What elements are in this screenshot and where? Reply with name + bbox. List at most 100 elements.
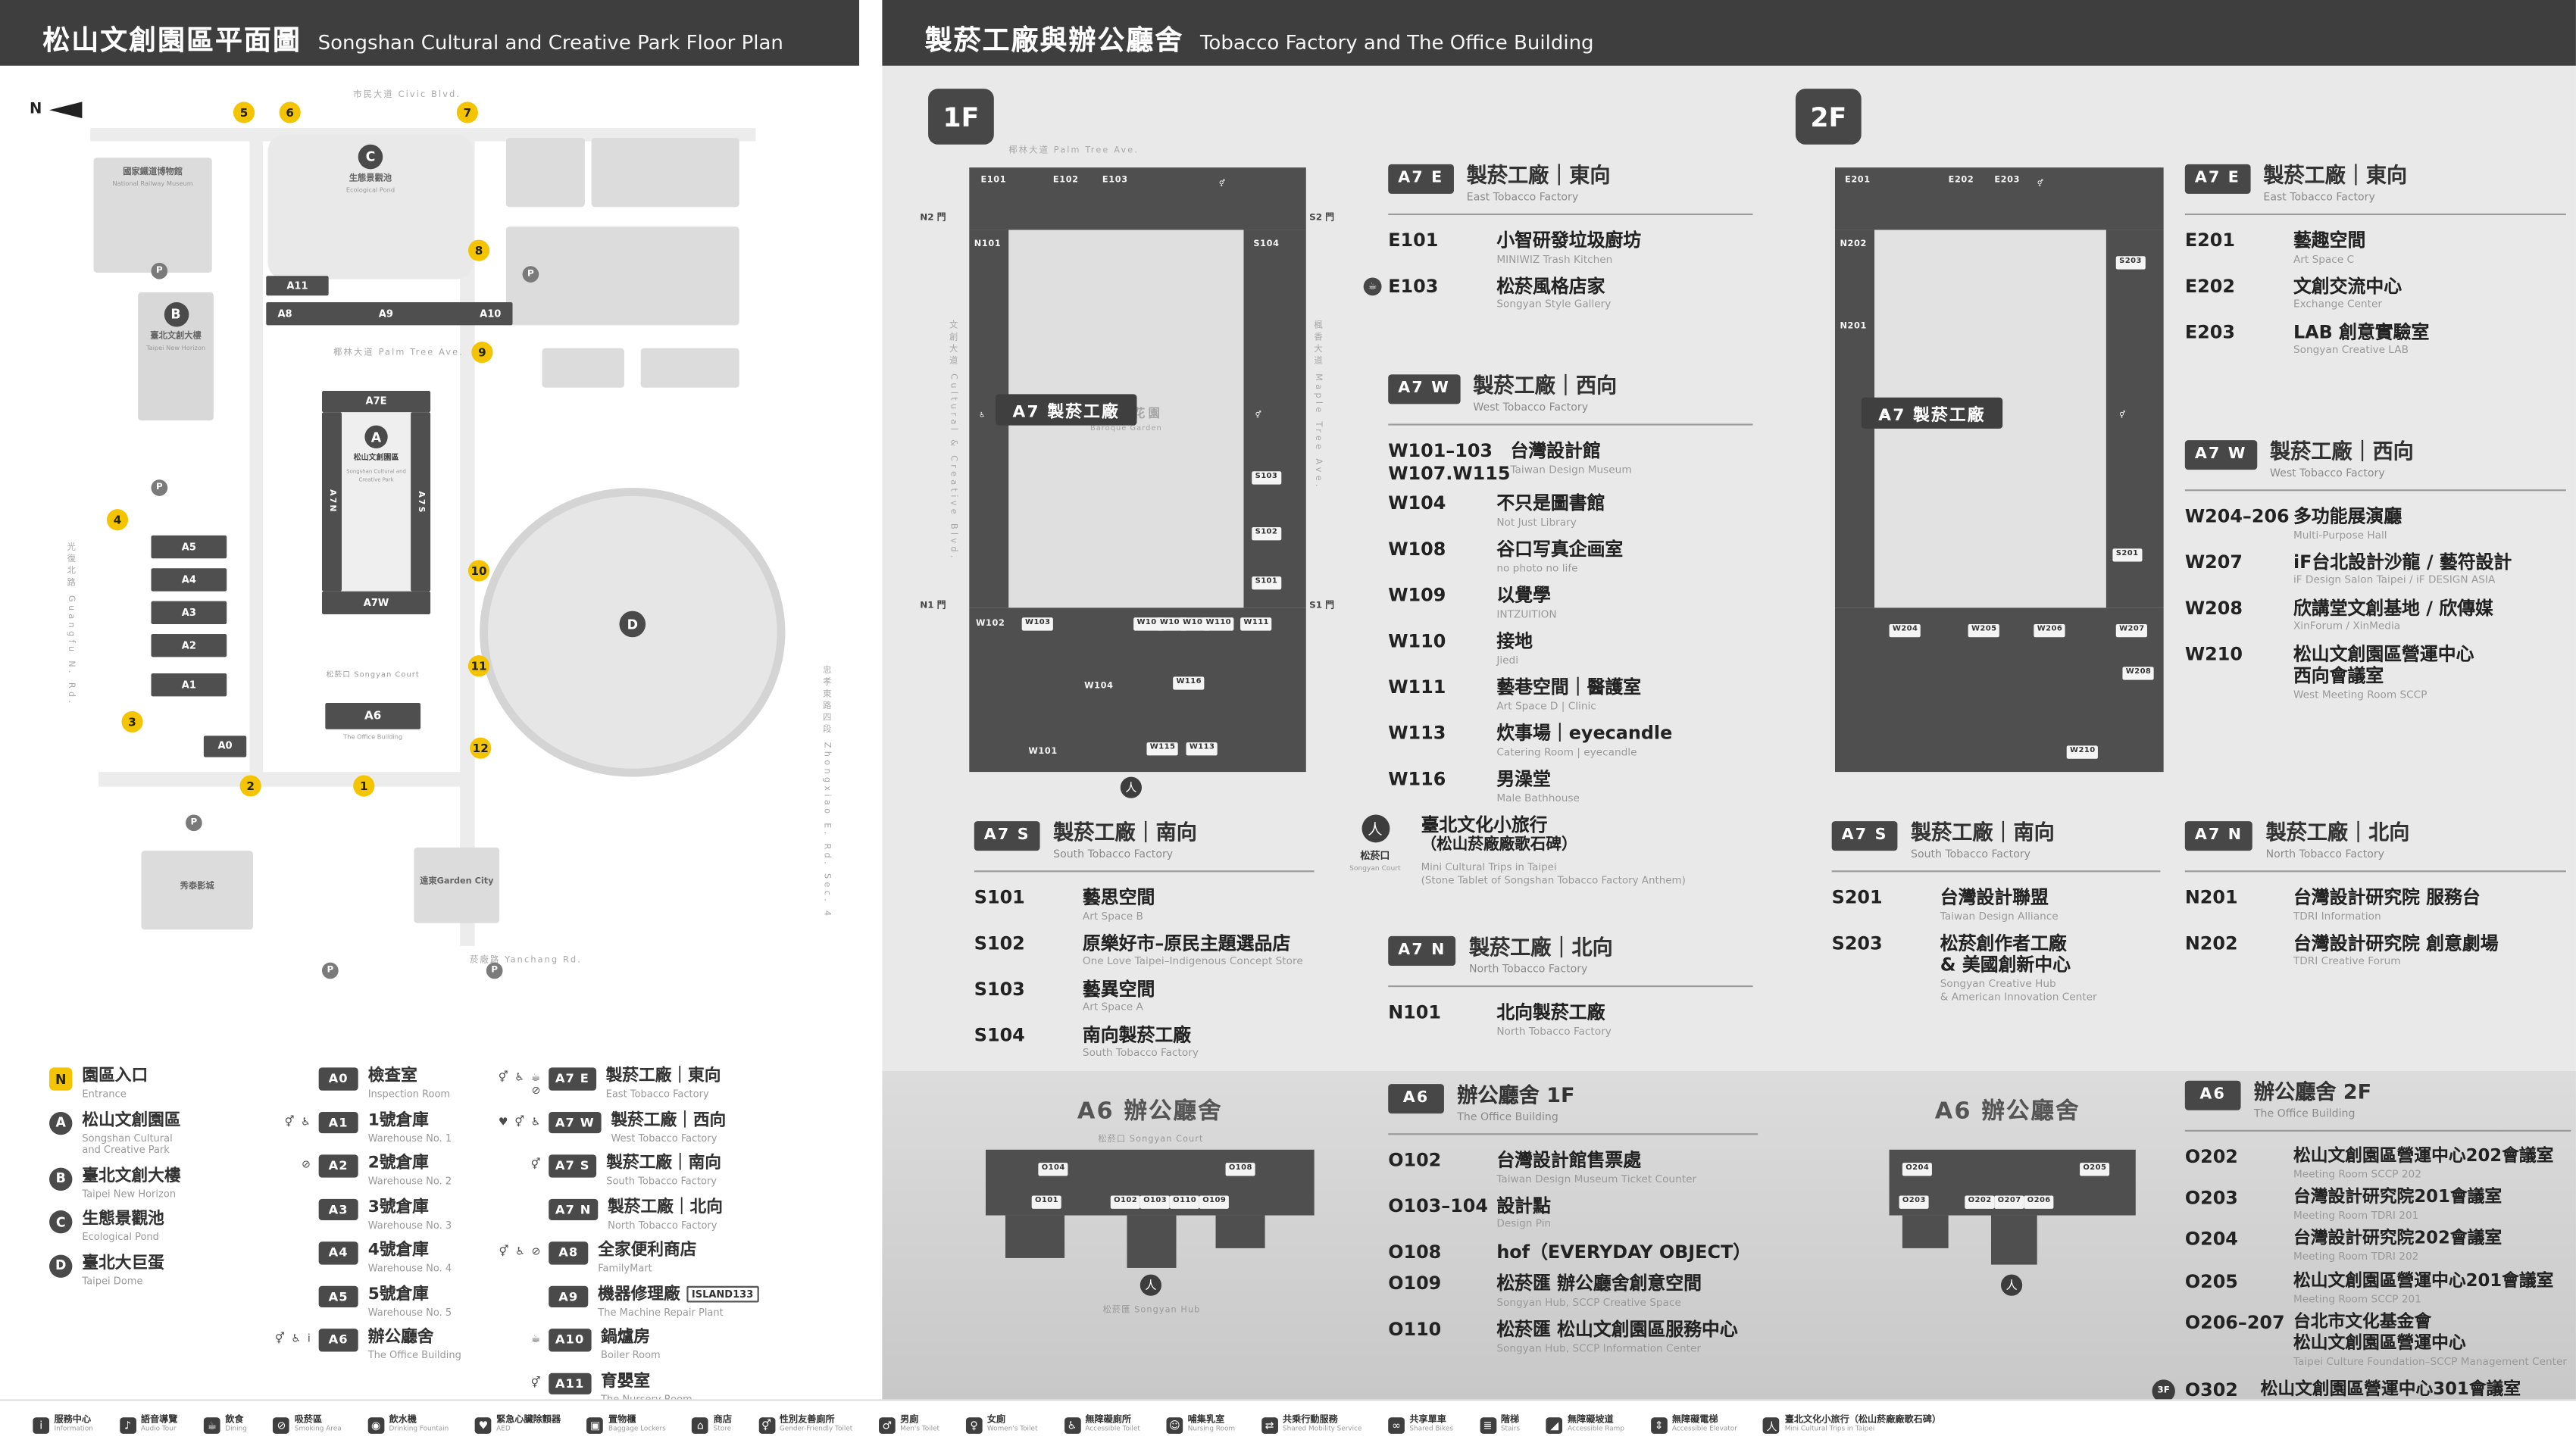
footer-item-icon: 人 <box>1763 1416 1780 1433</box>
section-a6-2f: A6 辦公廳舍 2F The Office Building O202 松山文創… <box>2152 1080 2571 1422</box>
footer-item-en: Accessible Ramp <box>1568 1424 1624 1433</box>
footer-item-icon: ◢ <box>1546 1416 1563 1433</box>
listing-name-en: Songyan Creative Hub & American Innovati… <box>1940 979 2097 1004</box>
section-rows: E101 小智研發垃圾廚坊 MINIWIZ Trash Kitchen ☕ E1… <box>1363 230 1752 313</box>
listing-name-en: Songyan Hub, SCCP Creative Space <box>1496 1298 1681 1310</box>
section-title-en: The Office Building <box>1457 1110 1558 1123</box>
legend-entrance-zh: 園區入口 <box>82 1067 148 1086</box>
section-badge: A7 N <box>2184 821 2253 851</box>
gate-s1: S1 門 <box>1309 601 1335 611</box>
listing-name-zh: 松菸創作者工廠 & 美國創新中心 <box>1940 932 2071 976</box>
building-a8: A8 <box>277 308 292 320</box>
court-note-line2: （松山菸廠廠歌石碑） <box>1421 836 1577 854</box>
listing-name-en: Jiedi <box>1496 654 1519 667</box>
plan-room-label: E103 <box>1102 176 1128 186</box>
legend-item-key: A7 S <box>549 1154 597 1177</box>
listing-name-en: Meeting Room SCCP 201 <box>2293 1294 2421 1306</box>
listing-name-zh: 設計點 <box>1496 1194 1551 1216</box>
section-title-zh: 辦公廳舍 1F <box>1457 1082 1575 1107</box>
listing-name-zh: 藝巷空間｜醫護室 <box>1496 676 1642 698</box>
gate-6: 6 <box>279 101 301 123</box>
footer-item-zh: 無障礙電梯 <box>1671 1415 1718 1426</box>
listing-name-en: Catering Room | eyecandle <box>1496 746 1637 758</box>
footer-item-zh: 共乘行動服務 <box>1282 1415 1338 1426</box>
listing-name-zh: 北向製菸工廠 <box>1496 1001 1605 1023</box>
plan-room-label: E202 <box>1948 176 1974 186</box>
legend-item-en: Warehouse No. 2 <box>367 1176 452 1188</box>
road <box>98 772 474 787</box>
legend-item-key: A3 <box>318 1198 358 1221</box>
building-a10: A10 <box>480 308 502 320</box>
legend-item-zh: 1號倉庫 <box>367 1110 429 1129</box>
section-title-en: North Tobacco Factory <box>1468 962 1588 976</box>
legend-item: A9 機器修理廠 ISLAND133 The Machine Repair Pl… <box>492 1285 854 1319</box>
legend-item-icons: ☕ <box>530 1332 542 1345</box>
songyan-court-icon: 人 <box>1120 776 1142 798</box>
map-block <box>591 138 739 208</box>
songyan-court-note: 人 松菸口 Songyan Court 臺北文化小旅行 （松山菸廠廠歌石碑） M… <box>1346 814 1755 888</box>
legend-item: ♥ ⚥ ♿ A7 W 製菸工廠｜西向 West Tobacco Factory <box>492 1110 854 1145</box>
footer-item-zh: 緊急心臟除顫器 <box>496 1415 561 1426</box>
section-rows: S201 台灣設計聯盟 Taiwan Design Alliance S203 … <box>1832 886 2161 1006</box>
section-title-zh: 製菸工廠｜南向 <box>1053 819 1197 845</box>
listing-name-zh: 多功能展演廳 <box>2293 505 2402 527</box>
footer-item: ⊘ 吸菸區 Smoking Area <box>273 1416 342 1434</box>
legend-item-zh: 全家便利商店 <box>598 1241 697 1260</box>
footer-item-en: Dining <box>225 1424 247 1433</box>
footer-item: ♂ 男廁 Men's Toilet <box>878 1416 939 1434</box>
marker-a: A <box>364 425 388 448</box>
legend-item-key: A7 W <box>549 1110 602 1134</box>
footer-item: i 服務中心 Information <box>33 1416 93 1434</box>
listing-name-en: TDRI Information <box>2293 910 2381 923</box>
legend-item-key: A11 <box>549 1372 592 1394</box>
listing-name-en: no photo no life <box>1496 563 1578 575</box>
plan-room-label: N101 <box>974 239 1002 250</box>
plan-room-chip: O101 <box>1031 1195 1062 1208</box>
office1f-wing <box>1005 1215 1065 1258</box>
listing-name-zh: 炊事場｜eyecandle <box>1496 722 1673 744</box>
section-badge: A7 S <box>974 821 1040 851</box>
listing-name-zh: 台灣設計館 <box>1510 439 1601 461</box>
listing-row: O202 松山文創園區營運中心202會議室 Meeting Room SCCP … <box>2185 1146 2571 1182</box>
plan-room-chip: W205 <box>1968 623 2000 637</box>
footer-item: 人 臺北文化小旅行（松山菸廠廠歌石碑） Mini Cultural Trips … <box>1763 1416 1941 1434</box>
legend-item: ☕ A10 鍋爐房 Boiler Room <box>492 1329 854 1362</box>
listing-name-en: Meeting Room TDRI 201 <box>2293 1210 2419 1223</box>
legend-item-en: Warehouse No. 1 <box>367 1132 452 1145</box>
section-title-zh: 製菸工廠｜東向 <box>2263 162 2408 188</box>
listing-row: N202 台灣設計研究院 創意劇場 TDRI Creative Forum <box>2185 932 2566 970</box>
street-palm-plan: 椰林大道 Palm Tree Ave. <box>1008 145 1140 156</box>
section-rows: N101 北向製菸工廠 North Tobacco Factory <box>1388 1001 1752 1039</box>
legend-place-en: Taipei Dome <box>82 1275 143 1287</box>
section-badge: A7 E <box>1388 164 1454 193</box>
footer-item-en: Drinking Fountain <box>389 1424 449 1433</box>
legend-places-list: A 松山文創園區 Songshan Cultural and Creative … <box>49 1110 263 1298</box>
legend-entrance-key: N <box>49 1067 73 1091</box>
legend-item: ⚥ ♿ ⊘ A8 全家便利商店 FamilyMart <box>492 1241 854 1275</box>
plan-room-chip: W111 <box>1240 617 1273 630</box>
listing-name-en: West Meeting Room SCCP <box>2293 689 2428 701</box>
listing-name-en: Taipei Culture Foundation–SCCP Managemen… <box>2293 1357 2568 1369</box>
legend-item-zh: 鍋爐房 <box>601 1329 651 1348</box>
plan-room-chip: O110 <box>1169 1195 1200 1208</box>
legend-item: A4 4號倉庫 Warehouse No. 4 <box>263 1241 534 1275</box>
footer-item-icon: ≣ <box>1479 1416 1496 1433</box>
parking-icon: P <box>522 266 539 283</box>
accessible-icon: ♿ <box>1882 411 1891 419</box>
section-badge: A7 N <box>1388 935 1456 965</box>
street-guangfu: 光復北路 Guangfu N. Rd. <box>65 542 76 707</box>
pond-en: Ecological Pond <box>345 185 395 194</box>
legend-place-en: Taipei New Horizon <box>82 1188 177 1200</box>
legend-item-key: A1 <box>318 1110 358 1134</box>
listing-code: W208 <box>2184 597 2243 619</box>
street-civic: 市民大道 Civic Blvd. <box>353 90 461 101</box>
listing-row: O109 松菸匯 辦公廳舍創意空間 Songyan Hub, SCCP Crea… <box>1388 1273 1758 1311</box>
footer-item: ◢ 無障礙坡道 Accessible Ramp <box>1546 1416 1624 1434</box>
listing-code: W108 <box>1388 539 1446 561</box>
gate-9: 9 <box>471 342 493 364</box>
legend-item-key: A7 N <box>549 1198 599 1221</box>
plan-room-chip: O206 <box>2024 1195 2055 1208</box>
listing-row: W109 以覺學 INTZUITION <box>1388 585 1752 623</box>
legend-item: A5 5號倉庫 Warehouse No. 5 <box>263 1285 534 1319</box>
legend-item-key: A10 <box>549 1329 592 1351</box>
